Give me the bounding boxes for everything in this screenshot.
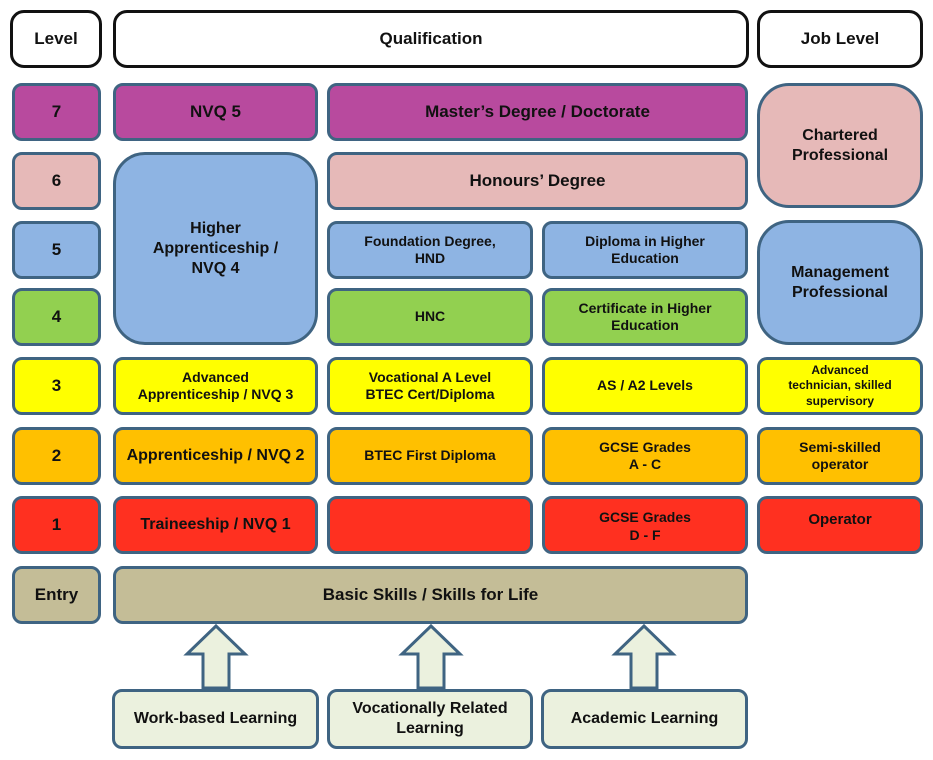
vocationally-related-learning-box: Vocationally Related Learning xyxy=(327,689,533,749)
higher-apprenticeship-box: Higher Apprenticeship / NVQ 4 xyxy=(113,152,318,345)
traineeship-box: Traineeship / NVQ 1 xyxy=(113,496,318,554)
header-qualification: Qualification xyxy=(113,10,749,68)
level-5-cell: 5 xyxy=(12,221,101,279)
gcse-d-f-box: GCSE Grades D - F xyxy=(542,496,748,554)
level-3-cell: 3 xyxy=(12,357,101,415)
foundation-degree-box: Foundation Degree, HND xyxy=(327,221,533,279)
vocational-a-level-box: Vocational A Level BTEC Cert/Diploma xyxy=(327,357,533,415)
honours-degree-box: Honours’ Degree xyxy=(327,152,748,210)
semi-skilled-operator-box: Semi-skilled operator xyxy=(757,427,923,485)
up-arrow-work-based xyxy=(183,623,249,690)
up-arrow-academic xyxy=(611,623,677,690)
btec-first-diploma-box: BTEC First Diploma xyxy=(327,427,533,485)
management-professional-box: Management Professional xyxy=(757,220,923,345)
work-based-learning-box: Work-based Learning xyxy=(112,689,319,749)
level-entry-cell: Entry xyxy=(12,566,101,624)
header-job-level: Job Level xyxy=(757,10,923,68)
level1-vocational-box xyxy=(327,496,533,554)
apprenticeship-box: Apprenticeship / NVQ 2 xyxy=(113,427,318,485)
level-6-cell: 6 xyxy=(12,152,101,210)
certificate-higher-education-box: Certificate in Higher Education xyxy=(542,288,748,346)
chartered-professional-box: Chartered Professional xyxy=(757,83,923,208)
level-2-cell: 2 xyxy=(12,427,101,485)
masters-doctorate-box: Master’s Degree / Doctorate xyxy=(327,83,748,141)
basic-skills-box: Basic Skills / Skills for Life xyxy=(113,566,748,624)
header-level: Level xyxy=(10,10,102,68)
gcse-a-c-box: GCSE Grades A - C xyxy=(542,427,748,485)
advanced-technician-box: Advanced technician, skilled supervisory xyxy=(757,357,923,415)
operator-box: Operator xyxy=(757,496,923,554)
academic-learning-box: Academic Learning xyxy=(541,689,748,749)
up-arrow-vocational xyxy=(398,623,464,690)
diploma-higher-education-box: Diploma in Higher Education xyxy=(542,221,748,279)
nvq5-box: NVQ 5 xyxy=(113,83,318,141)
advanced-apprenticeship-box: Advanced Apprenticeship / NVQ 3 xyxy=(113,357,318,415)
level-4-cell: 4 xyxy=(12,288,101,346)
level-1-cell: 1 xyxy=(12,496,101,554)
hnc-box: HNC xyxy=(327,288,533,346)
as-a2-levels-box: AS / A2 Levels xyxy=(542,357,748,415)
level-7-cell: 7 xyxy=(12,83,101,141)
